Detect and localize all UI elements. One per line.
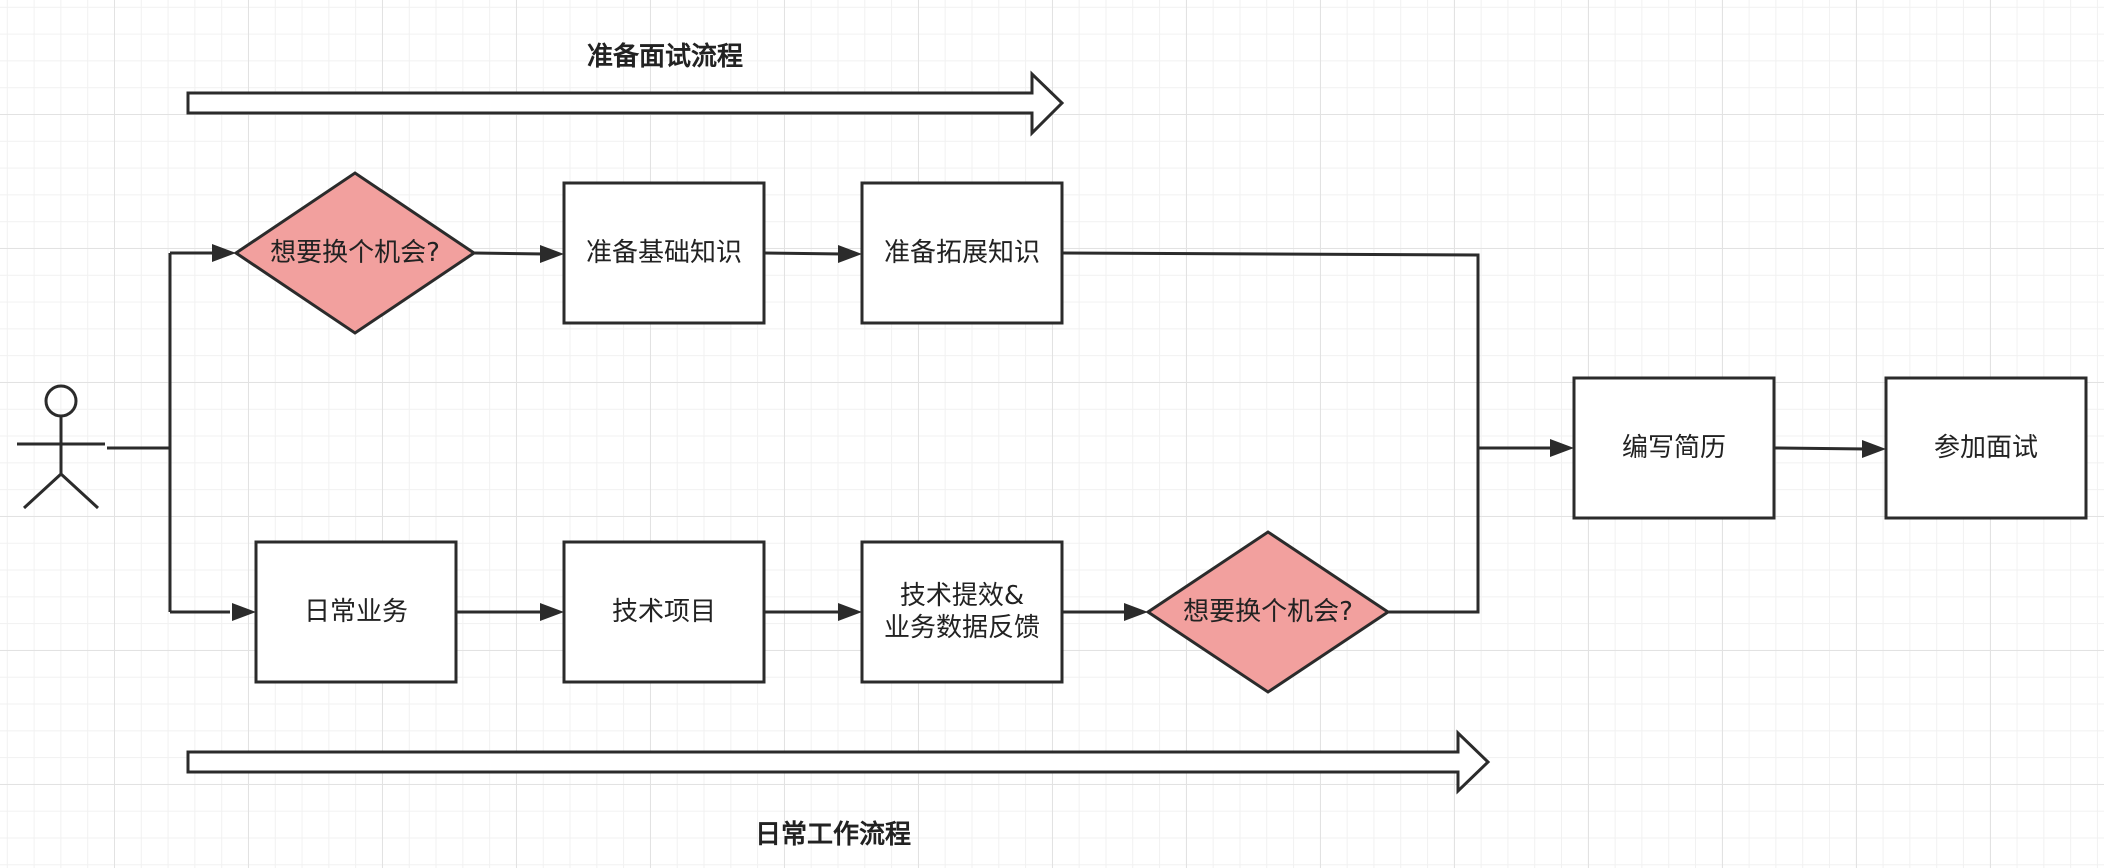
prepare-extended-box (860, 181, 1064, 325)
stick-figure-icon (17, 384, 105, 510)
tech-efficiency-label: 技术提效& 业务数据反馈 (883, 581, 1040, 643)
connector-top-row (473, 251, 1480, 448)
tech-project-label: 技术项目 (611, 597, 716, 627)
prepare-basic-label: 准备基础知识 (585, 238, 742, 268)
bottom-flow-title: 日常工作流程 (754, 819, 911, 850)
write-resume-label: 编写简历 (1621, 433, 1726, 463)
attend-interview-label: 参加面试 (1933, 433, 2038, 463)
top-flow-arrow (186, 70, 1065, 137)
daily-business-label: 日常业务 (303, 597, 408, 627)
decision-top-label: 想要换个机会? (270, 238, 440, 268)
attend-interview-box (1884, 376, 2088, 520)
tech-efficiency-box (860, 540, 1064, 684)
daily-business-box (254, 540, 458, 684)
decision-bottom-label: 想要换个机会? (1183, 597, 1353, 627)
arrowheads (212, 244, 1886, 621)
connector-to-resume (1478, 446, 1868, 451)
bottom-flow-arrow (186, 729, 1491, 795)
connector-bottom-row (456, 448, 1480, 614)
prepare-extended-label: 准备拓展知识 (883, 238, 1040, 268)
connector-actor-branch (107, 251, 230, 614)
top-flow-title: 准备面试流程 (586, 41, 743, 72)
write-resume-box (1572, 376, 1776, 520)
